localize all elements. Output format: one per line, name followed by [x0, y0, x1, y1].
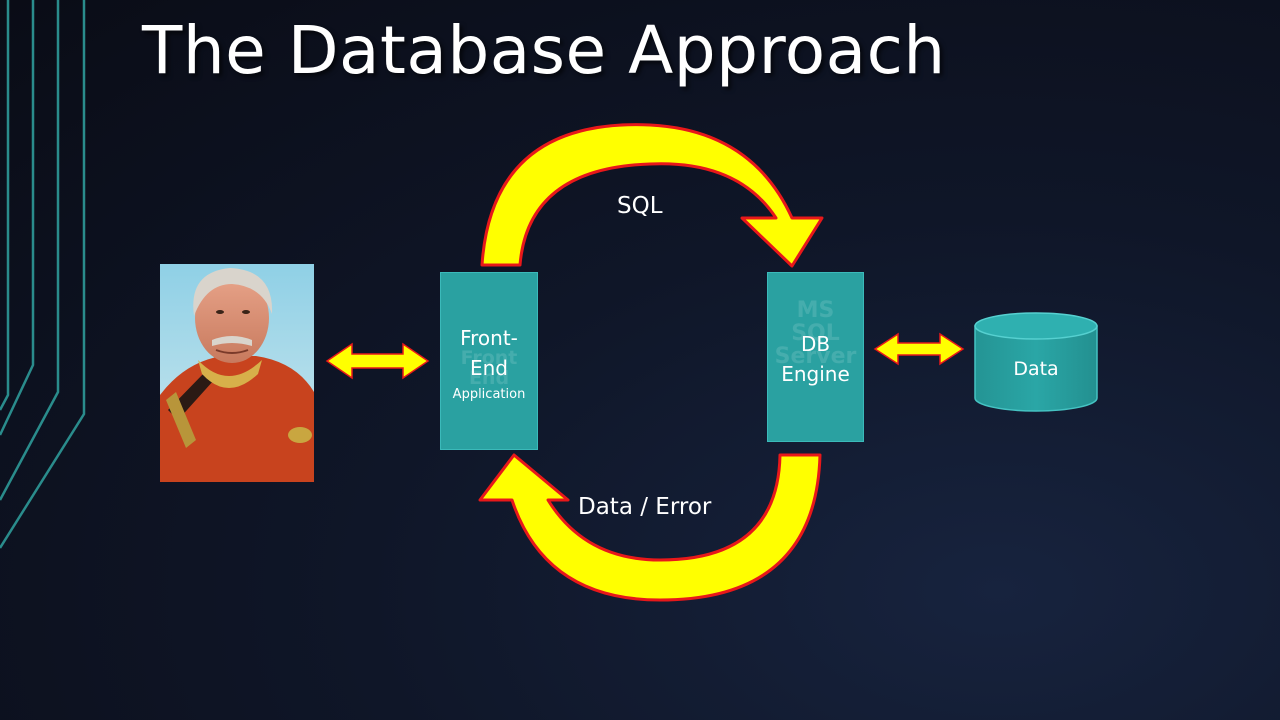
db-engine-box: MS SQL Server DB Engine [767, 272, 864, 442]
db-engine-label: DB Engine [781, 332, 850, 386]
front-end-watermark: Front End [460, 347, 518, 389]
engine-data-double-arrow [873, 332, 965, 366]
data-store-label: Data [1013, 358, 1059, 380]
sql-request-arrow [480, 123, 824, 268]
data-store-cylinder-icon [974, 312, 1098, 412]
front-end-sublabel: Application [452, 387, 526, 402]
slide-title: The Database Approach [142, 12, 946, 89]
decorative-accent-lines [0, 0, 86, 549]
front-end-application-box: Front End Front- End Application [440, 272, 538, 450]
data-error-response-arrow [478, 453, 822, 602]
user-frontend-double-arrow [325, 342, 430, 380]
sql-flow-label: SQL [617, 193, 663, 219]
person-portrait-icon [160, 264, 314, 482]
db-engine-watermark: MS SQL Server [774, 298, 857, 370]
data-error-flow-label: Data / Error [578, 494, 712, 520]
front-end-label: Front- End [460, 326, 518, 380]
